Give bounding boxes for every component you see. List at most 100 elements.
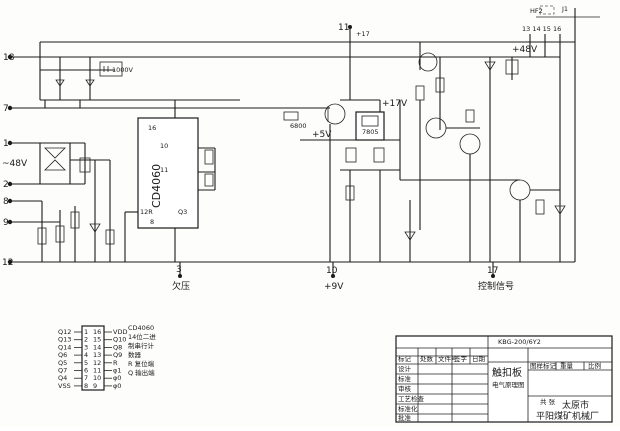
svg-text:+48V: +48V xyxy=(512,45,538,55)
company-city: 太原市 xyxy=(562,399,589,411)
svg-text:1000V: 1000V xyxy=(112,66,134,74)
company-name: 平阳煤矿机械厂 xyxy=(536,410,599,422)
svg-text:Q 输出端: Q 输出端 xyxy=(128,368,155,377)
svg-text:11: 11 xyxy=(160,166,168,174)
pinout-right-label: Q9 xyxy=(113,351,122,359)
svg-text:Q3: Q3 xyxy=(178,208,187,216)
svg-text:3: 3 xyxy=(176,265,182,275)
regulator-section: 6800 7805 +17V +5V xyxy=(283,42,520,262)
pinout-right-label: Q8 xyxy=(113,343,122,351)
pinout-right-label: φ0 xyxy=(113,374,121,382)
svg-text:7805: 7805 xyxy=(362,128,379,136)
svg-text:图样标记: 图样标记 xyxy=(530,361,557,370)
svg-text:标准化: 标准化 xyxy=(398,404,418,413)
svg-text:+17V: +17V xyxy=(382,99,408,109)
pinout-left-number: 2 xyxy=(84,336,88,344)
svg-text:比例: 比例 xyxy=(588,361,601,370)
svg-text:2: 2 xyxy=(3,180,9,190)
pinout-left-number: 4 xyxy=(84,351,88,359)
pinout-left-number: 8 xyxy=(84,382,88,390)
svg-text:+17: +17 xyxy=(356,30,370,38)
pinout-right-label: Q10 xyxy=(113,336,126,344)
pinout-right-number: 13 xyxy=(93,351,101,359)
pinout-left-number: 6 xyxy=(84,367,88,375)
svg-text:12R: 12R xyxy=(140,208,153,216)
pinout-left-number: 1 xyxy=(84,328,88,336)
svg-text:~48V: ~48V xyxy=(2,159,28,169)
svg-text:标准: 标准 xyxy=(398,374,412,383)
ic-cd4060: 16 10 11 CD4060 12R Q3 8 xyxy=(124,100,216,262)
svg-text:+5V: +5V xyxy=(312,130,332,140)
svg-text:CD4060: CD4060 xyxy=(128,324,154,332)
svg-text:数器: 数器 xyxy=(128,350,142,359)
svg-text:10: 10 xyxy=(160,142,168,150)
pinout-left-label: Q6 xyxy=(58,351,67,359)
connector-j1: HF2 J1 13 14 15 16 xyxy=(522,5,600,57)
svg-text:批准: 批准 xyxy=(398,413,412,422)
revision-column-header: 文件号 xyxy=(438,354,458,363)
svg-text:14位二进: 14位二进 xyxy=(128,332,156,341)
terminal-10-block: 10 +9V xyxy=(324,262,344,292)
pinout-right-number: 15 xyxy=(93,336,101,344)
top-rail xyxy=(39,8,576,262)
terminal-11-block: 11 +17 xyxy=(338,23,370,42)
model-number: KBG-200/6Y2 xyxy=(498,338,541,346)
svg-text:8: 8 xyxy=(3,197,9,207)
svg-text:1: 1 xyxy=(3,139,9,149)
terminal-3-block: 3 欠压 xyxy=(172,262,190,292)
svg-text:11: 11 xyxy=(338,23,349,33)
pinout-left-label: Q4 xyxy=(58,374,67,382)
driver-section: +48V xyxy=(404,41,566,262)
pinout-right-label: φ0 xyxy=(113,382,121,390)
svg-text:13 14 15 16: 13 14 15 16 xyxy=(522,25,561,33)
svg-text:设计: 设计 xyxy=(398,364,412,373)
pinout-right-number: 14 xyxy=(93,343,101,351)
pinout-right-number: 12 xyxy=(93,359,101,367)
pinout-left-label: VSS xyxy=(58,382,71,390)
svg-text:共 张: 共 张 xyxy=(540,397,556,406)
pinout-left-number: 5 xyxy=(84,359,88,367)
terminal-17-block: 17 控制信号 xyxy=(478,262,514,292)
pinout-left-label: Q7 xyxy=(58,367,67,375)
svg-text:审核: 审核 xyxy=(398,384,412,393)
revision-column-header: 标记 xyxy=(398,354,412,363)
svg-text:HF2: HF2 xyxy=(530,7,543,15)
bottom-rail: 12 xyxy=(2,258,575,268)
svg-text:工艺检查: 工艺检查 xyxy=(398,394,425,403)
pinout-left-label: Q13 xyxy=(58,336,71,344)
terminal-18: 18 xyxy=(3,53,15,63)
pinout-left-number: 3 xyxy=(84,343,88,351)
drawing-name: 触扣板 xyxy=(492,366,522,379)
svg-text:16: 16 xyxy=(148,124,156,132)
svg-text:欠压: 欠压 xyxy=(172,280,190,292)
title-block: KBG-200/6Y2 触扣板 电气原理图 图样标记 重量 比例 共 张 太原市… xyxy=(395,335,613,423)
svg-text:制串行计: 制串行计 xyxy=(128,341,155,350)
pinout-left-label: Q5 xyxy=(58,359,67,367)
pinout-left-number: 7 xyxy=(84,374,88,382)
svg-text:8: 8 xyxy=(150,218,154,226)
pinout-right-number: 10 xyxy=(93,374,101,382)
pinout-left-label: Q12 xyxy=(58,328,71,336)
svg-text:CD4060: CD4060 xyxy=(150,164,163,208)
pinout-right-label: VDD xyxy=(113,328,127,336)
pinout-right-number: 16 xyxy=(93,328,101,336)
left-input-section: 1000V 7 1 ~48V 2 8 9 xyxy=(2,57,290,262)
svg-text:+9V: +9V xyxy=(324,282,344,292)
revision-column-header: 处数 xyxy=(420,354,434,363)
svg-text:6800: 6800 xyxy=(290,122,307,130)
svg-text:R 复位端: R 复位端 xyxy=(128,359,155,368)
svg-text:J1: J1 xyxy=(561,5,568,13)
pinout-right-label: φ1 xyxy=(113,367,121,375)
pinout-right-number: 11 xyxy=(93,367,101,375)
revision-column-header: 日期 xyxy=(472,355,486,363)
svg-text:10: 10 xyxy=(326,266,338,276)
svg-text:12: 12 xyxy=(2,258,13,268)
svg-text:控制信号: 控制信号 xyxy=(478,280,514,292)
pinout-right-number: 9 xyxy=(93,382,97,390)
revision-column-header: 签字 xyxy=(454,354,468,363)
svg-text:重量: 重量 xyxy=(560,362,574,370)
svg-text:电气原理图: 电气原理图 xyxy=(492,380,525,389)
svg-text:7: 7 xyxy=(3,104,9,114)
